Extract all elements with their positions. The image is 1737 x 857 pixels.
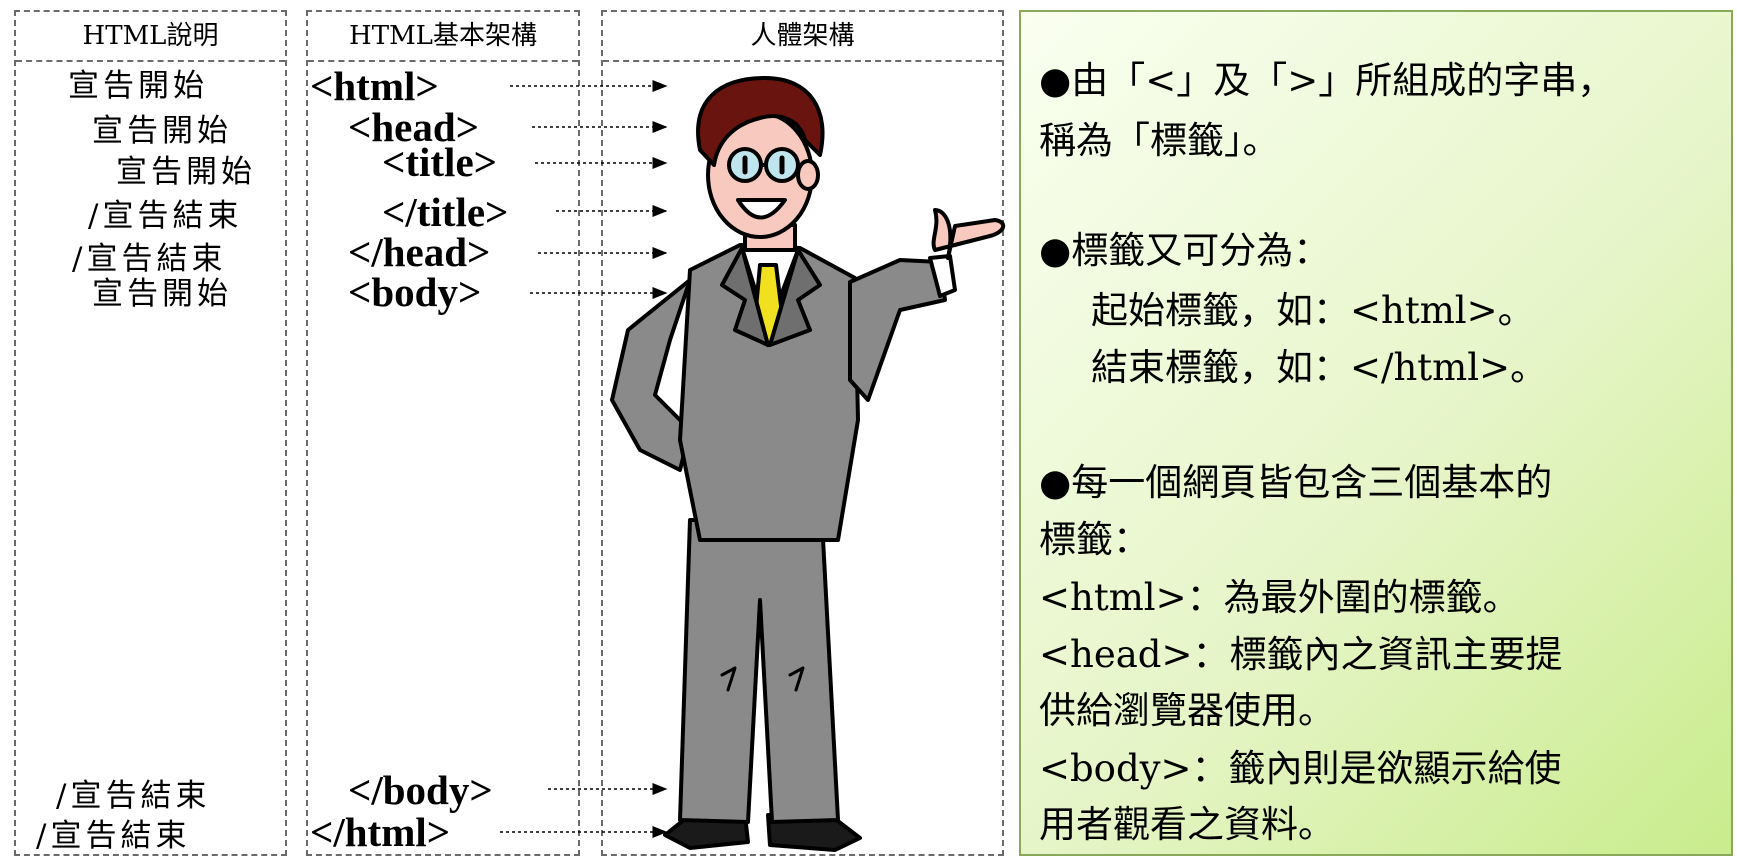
description-label: /宣告結束: [36, 818, 191, 854]
body-column: 人體架構: [601, 10, 1004, 856]
right-arm: [848, 258, 947, 402]
note-line: ●標籤又可分為：: [1039, 229, 1331, 272]
note-line: <html>：為最外圍的標籤。: [1039, 576, 1520, 619]
description-column: HTML說明: [14, 10, 287, 856]
note-line: <head>：標籤內之資訊主要提: [1039, 633, 1563, 676]
description-label: /宣告結束: [88, 198, 243, 234]
note-line: <body>：籤內則是欲顯示給使: [1039, 747, 1562, 790]
header-divider: [16, 60, 285, 62]
hair: [696, 76, 825, 167]
tag-body-close: </body>: [348, 767, 493, 813]
description-label: /宣告結束: [72, 241, 227, 277]
tag-body-open: <body>: [348, 269, 482, 315]
right-lapel: [768, 248, 822, 347]
left-lapel: [720, 246, 770, 347]
body-header: 人體架構: [750, 21, 855, 51]
tag-head-close: </head>: [348, 229, 491, 275]
description-label: 宣告開始: [68, 68, 208, 104]
header-divider: [603, 60, 1002, 62]
ear: [796, 159, 820, 191]
cuff: [928, 254, 957, 298]
trousers: [678, 518, 840, 824]
tag-head-open: <head>: [348, 104, 480, 150]
note-line: 標籤：: [1039, 518, 1150, 561]
structure-header: HTML基本架構: [349, 21, 537, 51]
raised-hand: [931, 208, 1006, 260]
description-label: /宣告結束: [56, 778, 211, 814]
note-line: 起始標籤，如：<html>。: [1091, 289, 1535, 332]
header-divider: [308, 60, 578, 62]
note-line: 稱為「標籤」。: [1039, 119, 1280, 162]
description-label: 宣告開始: [116, 154, 256, 190]
note-line: 供給瀏覽器使用。: [1039, 689, 1335, 732]
structure-column: HTML基本架構: [306, 10, 580, 856]
tag-title-close: </title>: [382, 189, 509, 235]
description-label: 宣告開始: [92, 276, 232, 312]
note-line: 結束標籤，如：</html>。: [1091, 346, 1548, 389]
mouth: [736, 198, 787, 220]
notes-panel: ●由「<」及「>」所組成的字串， 稱為「標籤」。 ●標籤又可分為： 起始標籤，如…: [1019, 10, 1733, 856]
description-header: HTML說明: [82, 21, 219, 51]
businessman-illustration: [610, 76, 1006, 852]
tag-title-open: <title>: [382, 139, 498, 185]
left-arm: [610, 278, 692, 472]
tag-html-open: <html>: [310, 63, 439, 109]
tag-html-close: </html>: [310, 809, 451, 855]
note-line: ●每一個網頁皆包含三個基本的: [1039, 461, 1553, 504]
note-line: ●由「<」及「>」所組成的字串，: [1039, 59, 1615, 102]
note-line: 用者觀看之資料。: [1039, 803, 1335, 846]
description-label: 宣告開始: [92, 113, 232, 149]
